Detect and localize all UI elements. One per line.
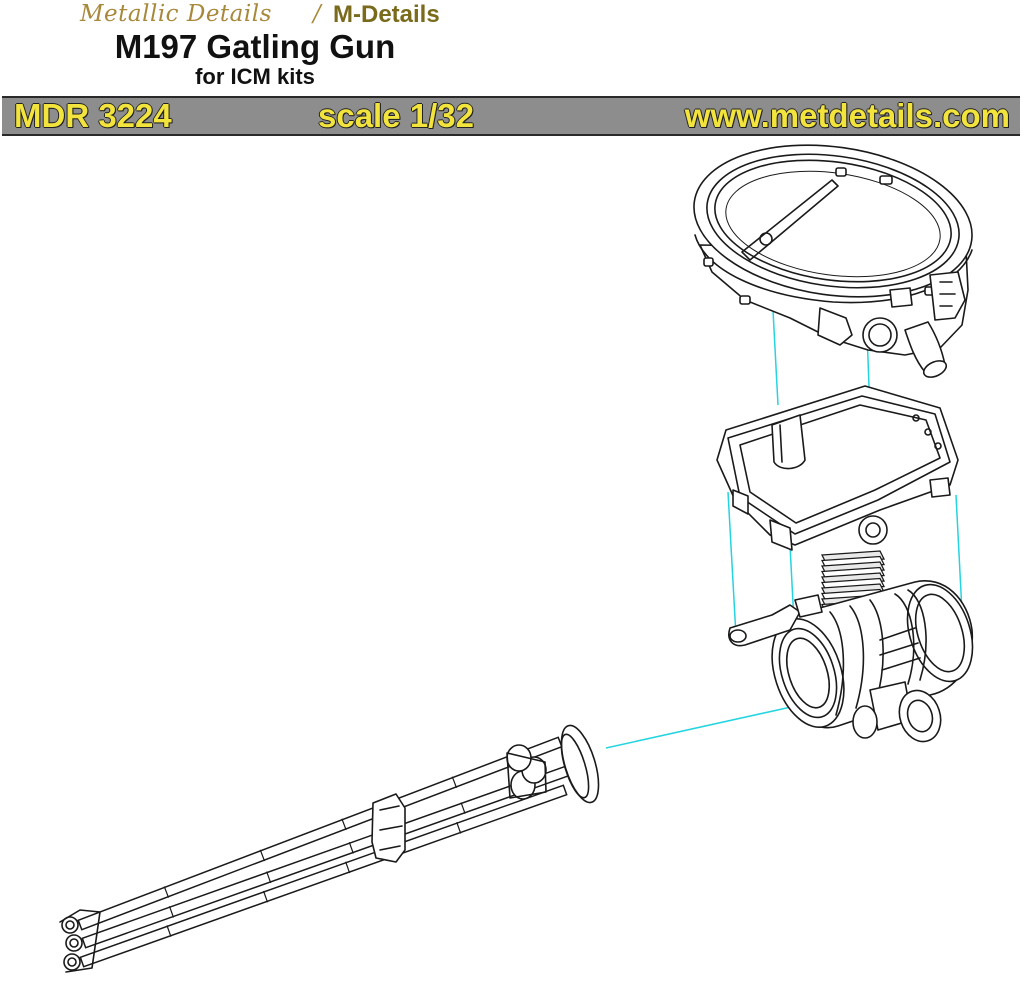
- website-url: www.metdetails.com: [684, 97, 1010, 134]
- barrel-ring: [456, 821, 462, 834]
- barrel-cluster: [59, 724, 600, 973]
- barrel-ring: [168, 906, 175, 918]
- barrel-ring: [259, 849, 266, 862]
- barrel-ring: [262, 890, 269, 903]
- product-title: M197 Gatling Gun: [114, 28, 396, 65]
- product-subtitle: for ICM kits: [195, 64, 315, 89]
- barrel-tube: [77, 736, 563, 931]
- header: Metallic Details / M-Details M197 Gatlin…: [0, 0, 1024, 140]
- exploded-assembly-drawing: [59, 144, 974, 973]
- info-band: MDR 3224 scale 1/32 www.metdetails.com: [2, 96, 1020, 136]
- product-code: MDR 3224: [14, 97, 172, 134]
- barrel-ring: [266, 871, 272, 884]
- barrel-ring: [163, 886, 170, 898]
- barrel-ring: [341, 818, 347, 831]
- brand-separator: /: [313, 1, 321, 27]
- top-ring-mount: [693, 144, 973, 378]
- barrel-ring: [451, 776, 458, 789]
- brand-logo: Metallic Details / M-Details: [80, 0, 440, 30]
- product-scale: scale 1/32: [318, 97, 474, 134]
- cradle-frame: [716, 385, 959, 551]
- barrel-tube: [79, 784, 568, 968]
- barrel-ring: [348, 841, 354, 854]
- barrel-ring: [345, 861, 351, 874]
- rotor-housing: [728, 580, 974, 743]
- barrel-tube: [81, 764, 573, 949]
- barrel-ring: [460, 802, 466, 814]
- brand-script-name: Metallic Details: [80, 1, 272, 27]
- barrel-ring: [166, 925, 172, 937]
- brand-name: M-Details: [333, 1, 440, 28]
